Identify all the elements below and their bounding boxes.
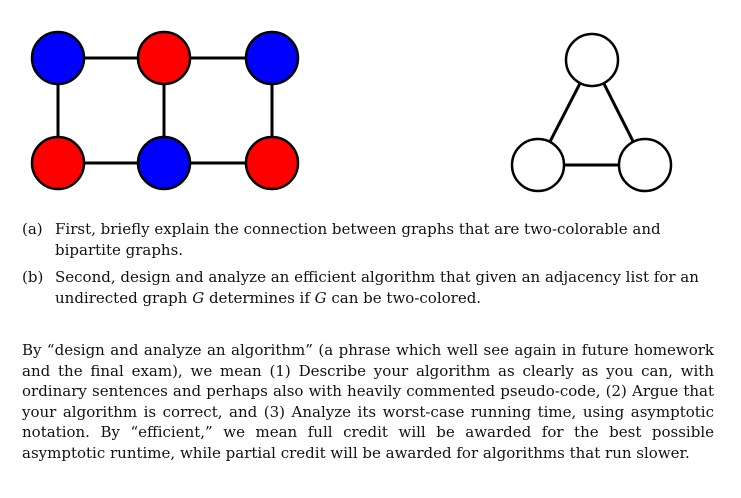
graph-figure xyxy=(30,30,673,193)
node-r xyxy=(617,137,673,193)
node-f xyxy=(244,135,300,191)
item-text: Second, design and analyze an efficient … xyxy=(55,267,712,309)
instructions-paragraph: By “design and analyze an algorithm” (a … xyxy=(22,341,714,462)
node-t xyxy=(564,32,620,88)
triangle-graph xyxy=(510,32,673,193)
question-item-b: (b) Second, design and analyze an effici… xyxy=(22,267,712,309)
graph-variable: G xyxy=(314,289,327,307)
item-marker: (b) xyxy=(22,268,44,286)
graph-variable: G xyxy=(192,289,205,307)
node-e xyxy=(136,135,192,191)
node-l xyxy=(510,137,566,193)
node-c xyxy=(244,30,300,86)
item-marker: (a) xyxy=(22,220,43,238)
item-text: First, briefly explain the connection be… xyxy=(55,220,661,259)
item-text-part: can be two-colored. xyxy=(326,289,482,307)
node-b xyxy=(136,30,192,86)
question-list: (a) First, briefly explain the connectio… xyxy=(22,219,712,315)
node-a xyxy=(30,30,86,86)
node-d xyxy=(30,135,86,191)
item-text-part: Second, design and analyze an efficient … xyxy=(55,268,699,307)
question-item-a: (a) First, briefly explain the connectio… xyxy=(22,219,712,261)
item-text-part: determines if xyxy=(204,289,315,307)
bipartite-graph xyxy=(30,30,300,191)
